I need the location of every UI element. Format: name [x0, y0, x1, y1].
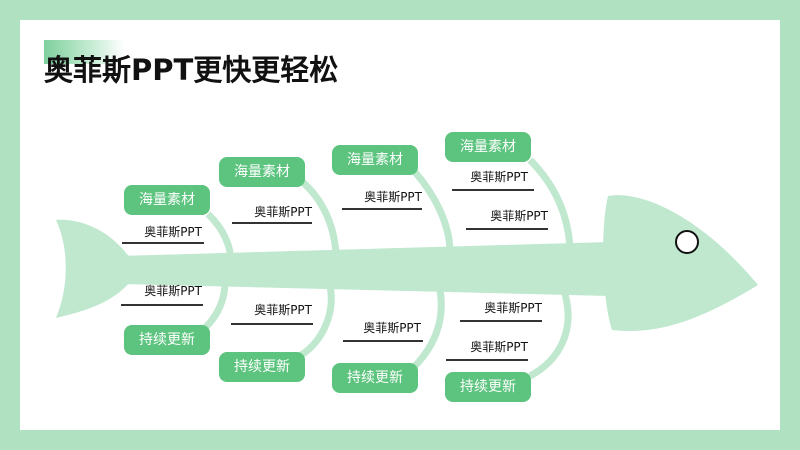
branch-item-label: 奥菲斯PPT: [470, 170, 528, 184]
bone-top-3: [412, 169, 454, 253]
bone-bottom-3: [412, 289, 445, 369]
branch-item-underline: [231, 323, 313, 325]
branch-item-label: 奥菲斯PPT: [144, 284, 202, 298]
branch-pill-top-1[interactable]: 海量素材: [124, 185, 210, 215]
branch-pill-top-2[interactable]: 海量素材: [219, 157, 305, 187]
branch-item-underline: [452, 189, 534, 191]
branch-item-underline: [121, 304, 203, 306]
title-accent-bar: [44, 40, 124, 64]
bone-top-2: [297, 177, 340, 257]
branch-item-underline: [342, 208, 422, 210]
bone-top-1: [205, 211, 234, 263]
branch-item-underline: [460, 320, 542, 322]
branch-item-label: 奥菲斯PPT: [484, 301, 542, 315]
branch-item-underline: [232, 222, 312, 224]
branch-item-underline: [446, 359, 528, 361]
branch-item-underline: [343, 340, 423, 342]
branch-pill-bottom-1[interactable]: 持续更新: [124, 325, 210, 355]
bone-bottom-1: [202, 281, 229, 331]
branch-pill-bottom-2[interactable]: 持续更新: [219, 352, 305, 382]
branch-item-underline: [466, 228, 548, 230]
fish-tail: [56, 219, 130, 318]
branch-item-label: 奥菲斯PPT: [470, 340, 528, 354]
branch-item-label: 奥菲斯PPT: [490, 209, 548, 223]
branch-pill-top-4[interactable]: 海量素材: [445, 132, 531, 162]
branch-item-label: 奥菲斯PPT: [363, 321, 421, 335]
branch-pill-bottom-4[interactable]: 持续更新: [445, 372, 531, 402]
branch-item-label: 奥菲斯PPT: [364, 190, 422, 204]
bone-top-4: [527, 157, 574, 249]
branch-item-underline: [122, 242, 204, 244]
page-title: 奥菲斯PPT更快更轻松: [44, 53, 339, 87]
branch-item-label: 奥菲斯PPT: [254, 303, 312, 317]
fish-spine: [120, 242, 610, 296]
eye-icon: [675, 230, 699, 254]
bone-bottom-2: [297, 285, 335, 359]
branch-pill-bottom-3[interactable]: 持续更新: [332, 363, 418, 393]
fish-head: [603, 195, 758, 331]
branch-item-label: 奥菲斯PPT: [144, 225, 202, 239]
bone-bottom-4: [528, 293, 572, 380]
branch-pill-top-3[interactable]: 海量素材: [332, 145, 418, 175]
branch-item-label: 奥菲斯PPT: [254, 205, 312, 219]
